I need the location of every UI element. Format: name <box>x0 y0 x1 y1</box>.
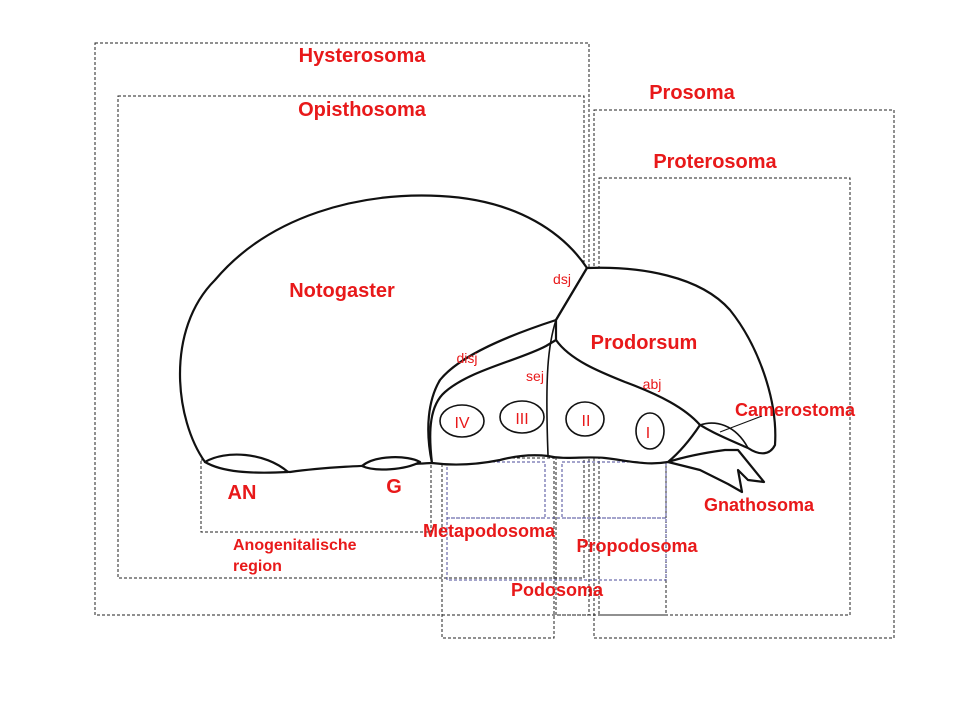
opisthosoma-label: Opisthosoma <box>298 99 427 121</box>
leg-i-label: I <box>646 425 650 442</box>
leg-iv-label: IV <box>454 415 469 432</box>
camerostoma-label: Camerostoma <box>735 400 856 420</box>
sej-label: sej <box>526 368 544 384</box>
podosoma-label: Podosoma <box>511 580 604 600</box>
metapodosoma-label: Metapodosoma <box>423 521 556 541</box>
hysterosoma-label: Hysterosoma <box>299 45 427 67</box>
prodorsum-label: Prodorsum <box>591 332 698 354</box>
leg-ii-label: II <box>582 413 591 430</box>
podosoma-box <box>441 457 555 639</box>
dsj-label: dsj <box>553 271 571 287</box>
leg-iii-label: III <box>515 411 528 428</box>
propodosoma-box <box>561 461 667 519</box>
leg-i-coxa <box>635 412 665 450</box>
camerostoma-outline <box>699 422 749 449</box>
propodosoma-label: Propodosoma <box>576 536 698 556</box>
sejugal-suture <box>546 319 557 456</box>
leg-iv-coxa <box>439 404 485 438</box>
podosoma-lower-box <box>446 517 667 581</box>
proterosoma-label: Proterosoma <box>653 151 777 173</box>
anal-label: AN <box>228 482 257 504</box>
notogaster-label: Notogaster <box>289 280 395 302</box>
prosoma-label: Prosoma <box>649 82 735 104</box>
leg-ii-coxa <box>565 401 605 437</box>
abj-label: abj <box>643 376 662 392</box>
podosoma-ventral-outline <box>429 338 702 466</box>
disj-label: disj <box>456 350 477 366</box>
leg-iii-coxa <box>499 400 545 434</box>
gnathosoma-label: Gnathosoma <box>704 495 815 515</box>
anal-plate <box>203 453 290 474</box>
gnathosoma-outline <box>666 448 766 494</box>
camerostoma-pointer <box>719 415 763 433</box>
metapodosoma-box <box>446 461 546 519</box>
genital-label: G <box>386 476 402 498</box>
genital-plate <box>360 456 422 471</box>
anogenital-label-line1: Anogenitalische <box>233 537 357 554</box>
anogenital-label-line2: region <box>233 558 282 575</box>
